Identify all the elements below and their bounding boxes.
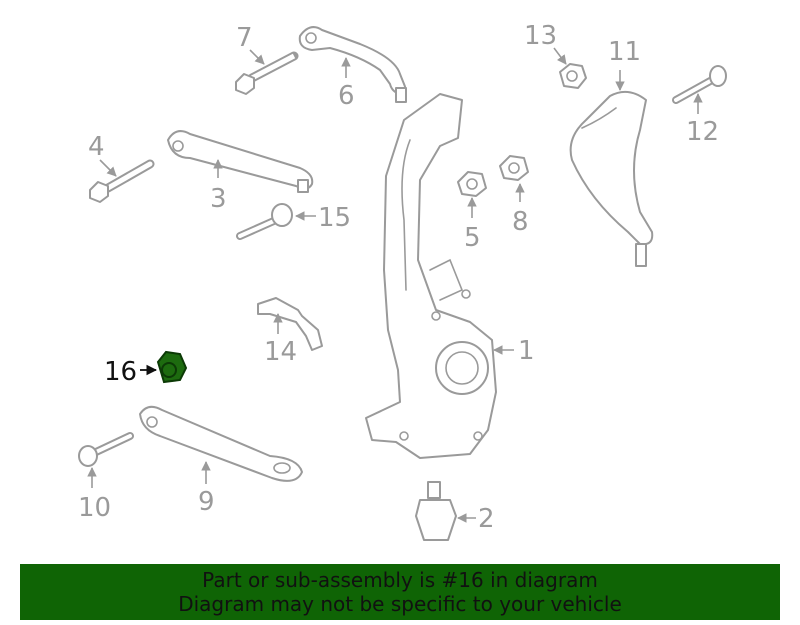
callout-9: 9: [198, 487, 215, 517]
part-8-nut: [499, 155, 529, 181]
part-11-wishbone: [569, 90, 654, 267]
part-4-bolt: [89, 159, 155, 203]
callout-2: 2: [478, 504, 495, 534]
callout-14: 14: [264, 337, 297, 367]
callout-4: 4: [88, 132, 105, 162]
leader-4: [99, 159, 117, 177]
callout-7: 7: [236, 23, 253, 53]
leader-7: [249, 49, 265, 65]
callout-10: 10: [78, 493, 111, 523]
callout-3: 3: [210, 184, 227, 214]
callout-8: 8: [512, 207, 529, 237]
part-16-nut: [156, 350, 188, 384]
callout-5: 5: [464, 223, 481, 253]
parts-diagram: 1 2 3 4 5 6 7 8 9 10 11 12 13 14 15 16: [78, 21, 727, 541]
part-3-link-arm: [167, 130, 314, 193]
callout-13: 13: [524, 21, 557, 51]
banner-line-1: Part or sub-assembly is #16 in diagram: [202, 568, 598, 592]
part-5-nut: [457, 171, 487, 197]
callout-11: 11: [608, 37, 641, 67]
part-14-sensor-bracket: [257, 297, 323, 351]
part-9-lower-arm: [139, 405, 303, 482]
callout-15: 15: [318, 203, 351, 233]
callout-1: 1: [518, 336, 535, 366]
part-1-steering-knuckle: [365, 93, 497, 459]
part-2-ball-joint: [415, 481, 457, 541]
leader-13: [553, 47, 567, 65]
callout-6: 6: [338, 81, 355, 111]
callout-12: 12: [686, 117, 719, 147]
banner-line-2: Diagram may not be specific to your vehi…: [178, 592, 622, 616]
info-banner: Part or sub-assembly is #16 in diagram D…: [20, 564, 780, 620]
part-7-bolt: [235, 51, 299, 95]
callout-16: 16: [104, 357, 137, 387]
part-12-bolt: [672, 65, 727, 104]
part-6-control-arm: [298, 26, 407, 103]
part-10-bolt: [78, 432, 134, 467]
part-13-nut: [559, 63, 587, 89]
part-15-bolt: [236, 203, 293, 240]
